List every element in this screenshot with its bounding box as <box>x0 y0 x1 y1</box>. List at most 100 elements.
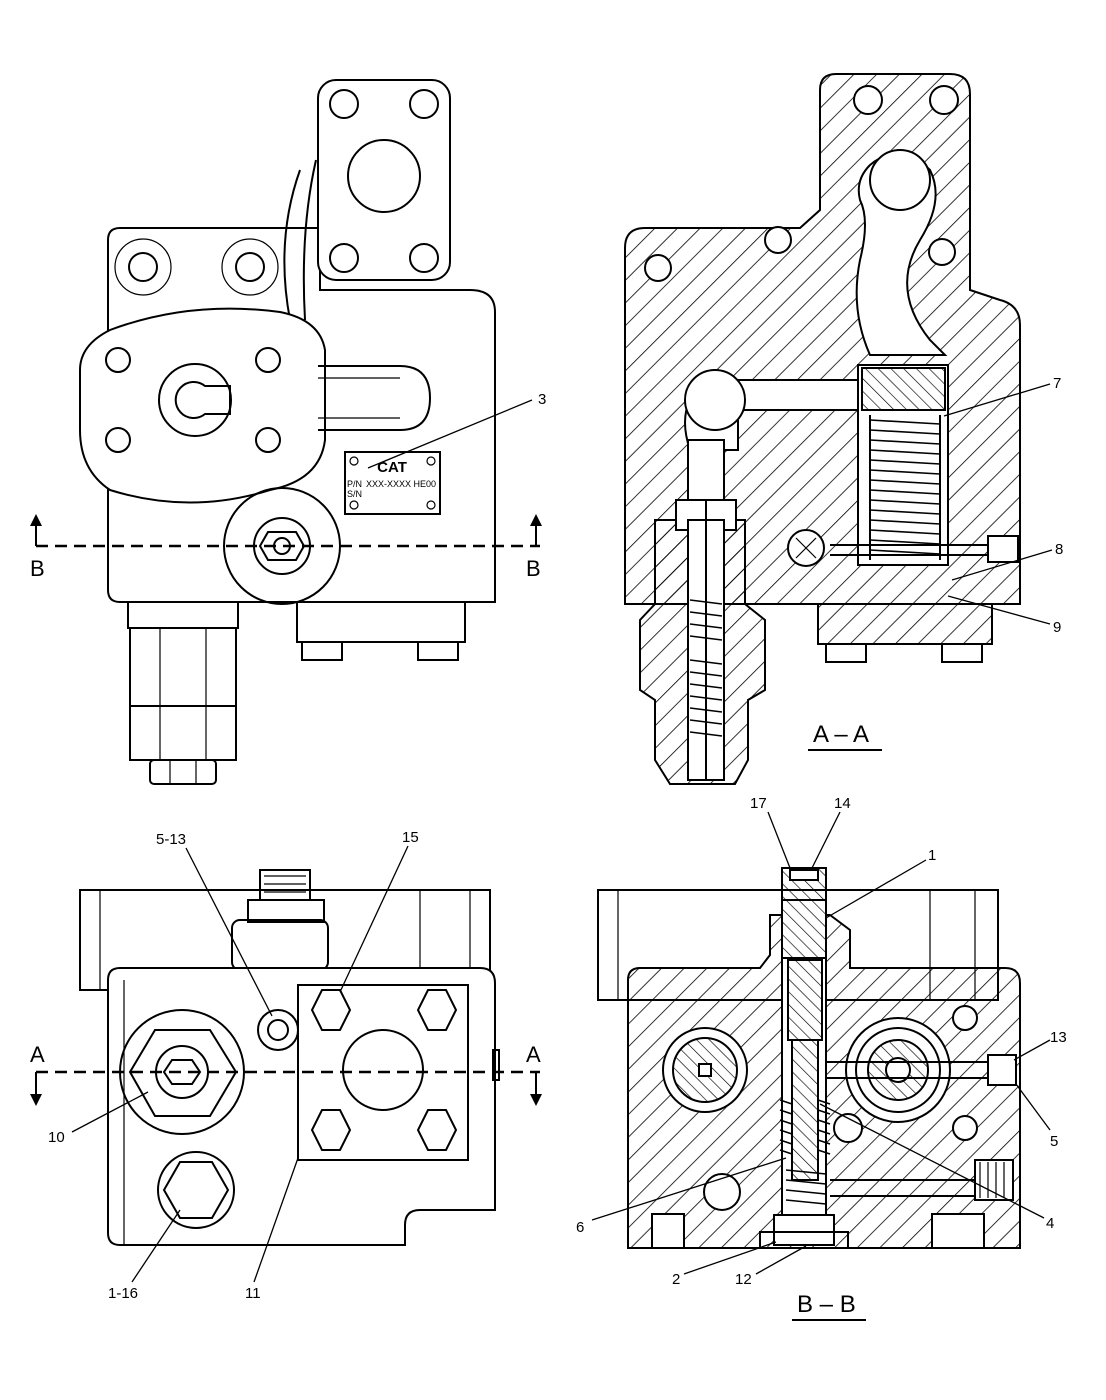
callout-1-16: 1-16 <box>108 1285 138 1302</box>
plug-10-hex <box>128 1029 238 1117</box>
bottom-plug-2 <box>773 1214 835 1246</box>
relief-valve-nut <box>253 517 311 575</box>
view-section-a-a: A – A 7 8 9 <box>624 73 1063 785</box>
flange-bolt-hole <box>329 243 359 273</box>
callout-3-leader <box>367 399 533 469</box>
nameplate-pn-label: P/N <box>347 479 362 489</box>
body-bolt-boss <box>114 238 172 296</box>
callout-7: 7 <box>1053 375 1061 392</box>
callout-3: 3 <box>538 391 546 408</box>
cartridge-cap <box>149 759 217 785</box>
callout-4-leader <box>819 1103 1045 1219</box>
callout-17: 17 <box>750 795 767 812</box>
fitting-base <box>231 919 329 971</box>
relief-valve-hex <box>258 531 306 561</box>
plug-1-16-hex <box>162 1161 230 1219</box>
port-hex <box>416 1109 458 1151</box>
nameplate-rivet <box>349 456 359 466</box>
cartridge-hex <box>129 627 237 707</box>
view-top-left: CAT P/N XXX-XXXX HE00 S/N B B 3 <box>30 79 546 785</box>
lower-block <box>296 601 466 643</box>
flange-port <box>347 139 421 213</box>
nameplate-rivet <box>426 456 436 466</box>
callout-1-leader <box>825 859 927 919</box>
pump-mount-plate <box>79 307 326 504</box>
port-hex <box>310 1109 352 1151</box>
callout-13: 13 <box>1050 1029 1067 1046</box>
callout-11-leader <box>253 1157 299 1283</box>
rib-curve <box>302 159 317 321</box>
body-bolt-boss <box>221 238 279 296</box>
shaft-keyway <box>174 381 231 419</box>
plate-bolt-hole <box>255 347 281 373</box>
callout-14: 14 <box>834 795 851 812</box>
callout-12: 12 <box>735 1271 752 1288</box>
callout-13-leader <box>1013 1039 1051 1061</box>
callout-9: 9 <box>1053 619 1061 636</box>
section-mark-a-left: A <box>30 1042 45 1067</box>
nameplate-brand: CAT <box>377 459 407 476</box>
callout-11: 11 <box>245 1285 261 1302</box>
callout-7-leader <box>943 383 1051 417</box>
nameplate-rivet <box>349 500 359 510</box>
callout-2-leader <box>683 1241 777 1275</box>
nameplate-pn-value: XXX-XXXX HE00 <box>366 479 436 489</box>
spring-6 <box>779 1099 831 1155</box>
flange-bolt-hole <box>329 89 359 119</box>
plate-bolt-hole <box>105 427 131 453</box>
top-flange <box>317 79 451 281</box>
lower-block-section <box>817 603 993 645</box>
nameplate-rivet <box>426 500 436 510</box>
cartridge-nut <box>129 705 237 761</box>
callout-17-leader <box>767 811 791 869</box>
callout-8: 8 <box>1055 541 1063 558</box>
callout-8-leader <box>951 549 1053 581</box>
section-mark-b-left: B <box>30 556 45 581</box>
side-port-housing <box>318 365 432 431</box>
body-bolt-hole <box>128 252 158 282</box>
flange-bolt-hole <box>409 243 439 273</box>
callout-5: 5 <box>1050 1133 1058 1150</box>
view-section-b-b: B – B 17 14 1 13 5 6 4 2 12 <box>576 795 1067 1321</box>
callout-4: 4 <box>1046 1215 1054 1232</box>
callout-1: 1 <box>928 847 936 864</box>
callout-14-leader <box>811 811 841 869</box>
cartridge-body <box>127 601 239 629</box>
callout-9-leader <box>947 595 1051 625</box>
nameplate-sn-label: S/N <box>347 489 362 499</box>
top-cap-14 <box>781 867 827 959</box>
section-mark-a-right: A <box>526 1042 541 1067</box>
callout-15-leader <box>339 845 409 993</box>
section-b-title: B – B <box>797 1291 856 1318</box>
view-bottom-left: A A 5-13 15 10 1-16 11 <box>30 829 542 1302</box>
section-mark-b-right: B <box>526 556 541 581</box>
callout-5-leader <box>1015 1083 1051 1131</box>
section-a-title: A – A <box>813 721 869 748</box>
body-bolt-hole <box>235 252 265 282</box>
callout-5-13-leader <box>185 847 273 1017</box>
spring-4 <box>785 1169 827 1205</box>
fitting-right <box>974 1159 1014 1201</box>
valve-body-outline <box>107 227 496 603</box>
plug-5-13 <box>257 1009 299 1051</box>
flange-bolt-hole <box>409 89 439 119</box>
bottom-left-body <box>107 967 496 1246</box>
plug-13 <box>987 1054 1017 1086</box>
callout-6-leader <box>591 1157 787 1221</box>
spring-7 <box>869 415 941 560</box>
port-hex <box>416 989 458 1031</box>
plug-1-16-boss <box>157 1151 235 1229</box>
callout-6: 6 <box>576 1219 584 1236</box>
spool-lower <box>791 1039 819 1181</box>
port-bore <box>342 1029 424 1111</box>
port-block <box>297 984 469 1161</box>
callout-15: 15 <box>402 829 419 846</box>
callout-5-13: 5-13 <box>156 831 186 848</box>
spool-upper <box>787 959 823 1041</box>
plate-bolt-hole <box>255 427 281 453</box>
nameplate <box>344 451 441 515</box>
port-hex <box>310 989 352 1031</box>
passage-s <box>855 152 948 356</box>
callout-10-leader <box>71 1091 149 1133</box>
